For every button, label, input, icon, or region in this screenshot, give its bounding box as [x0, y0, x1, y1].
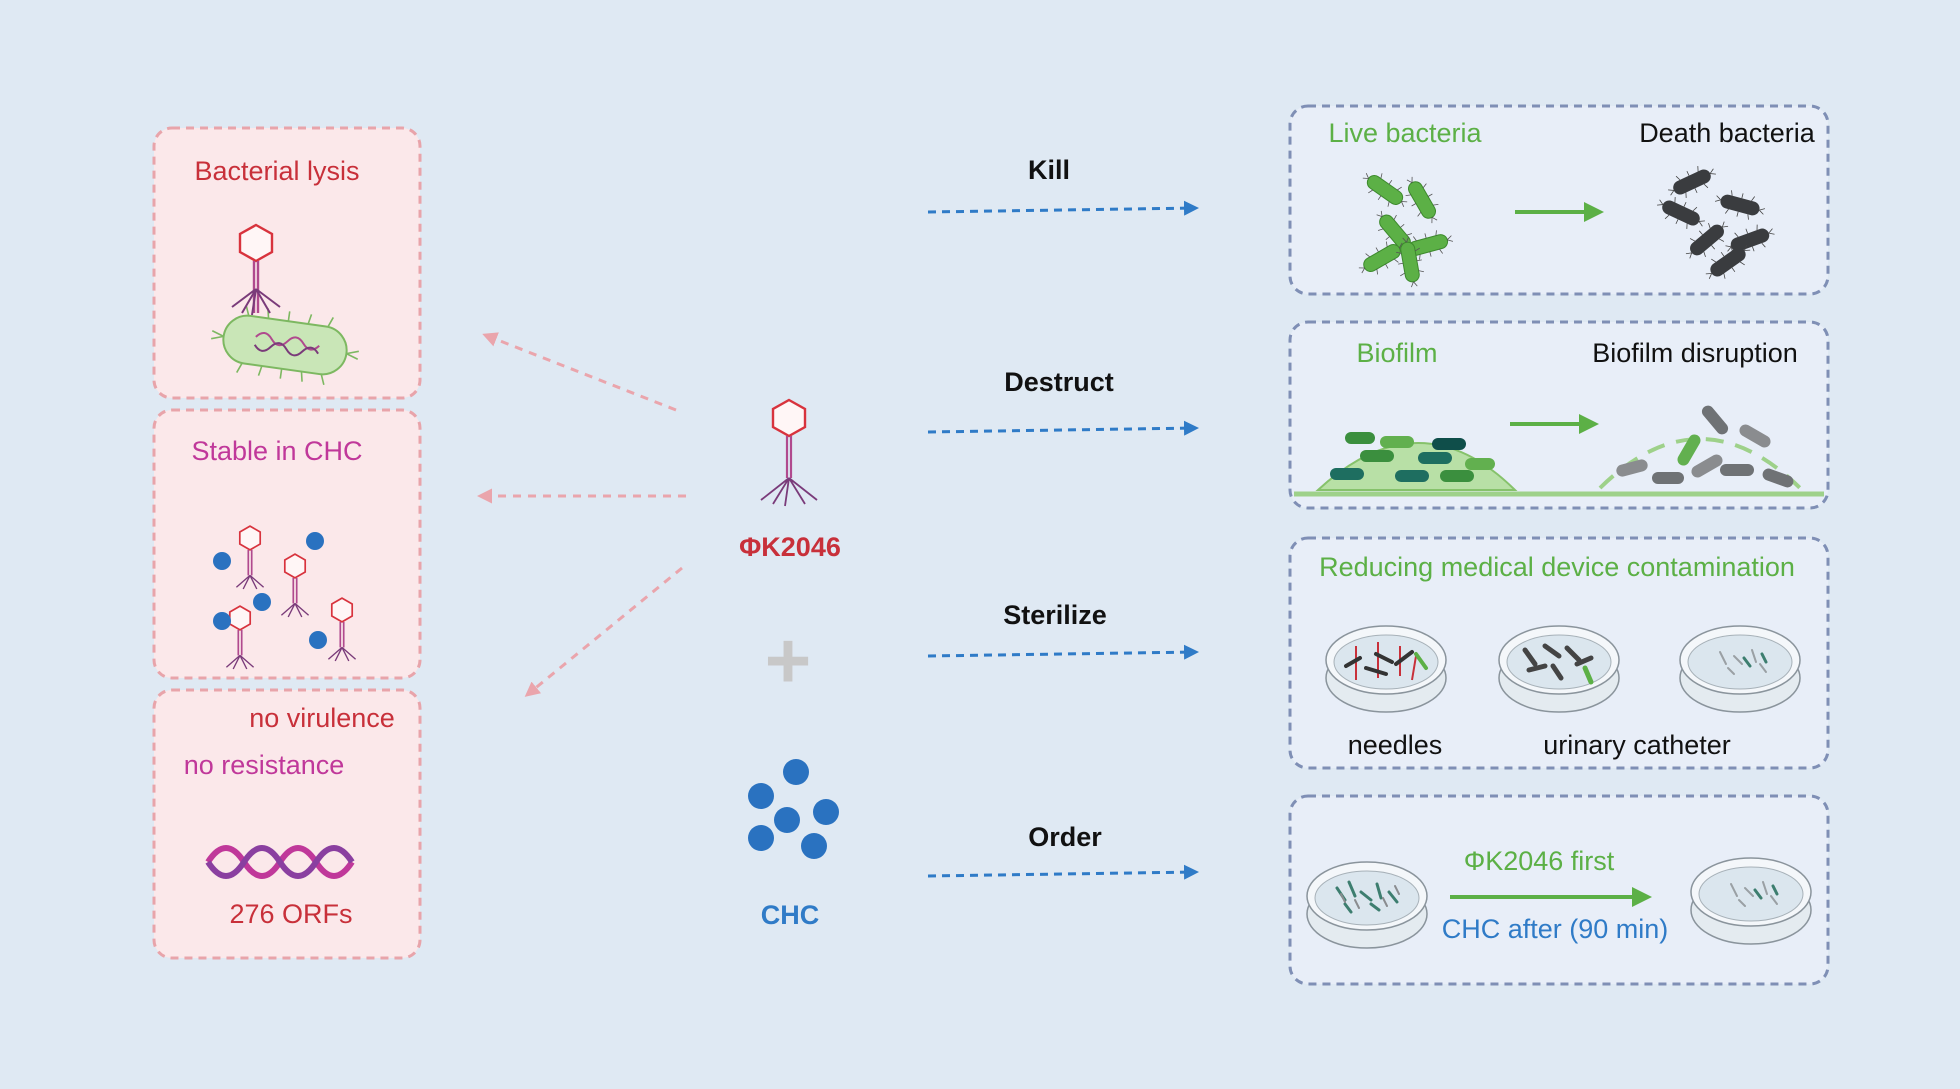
chc-label: CHC: [761, 900, 820, 930]
no-resistance-text: no resistance: [184, 750, 345, 780]
arrow-to-lysis: [482, 332, 677, 412]
chc-after-label: CHC after (90 min): [1442, 914, 1669, 944]
action-kill: Kill: [1028, 155, 1070, 185]
safety-box: [152, 688, 422, 960]
catheter-label: urinary catheter: [1543, 730, 1731, 760]
death-bacteria-label: Death bacteria: [1639, 118, 1816, 148]
no-virulence-text: no virulence: [249, 703, 395, 733]
stable-box: [152, 408, 422, 680]
petri-dish-icon: [1679, 625, 1801, 713]
disrupted-biofilm-icon: [1598, 405, 1802, 490]
action-sterilize: Sterilize: [1003, 600, 1107, 630]
action-order: Order: [1028, 822, 1102, 852]
petri-dish-icon: [1690, 857, 1812, 945]
biofilm-label: Biofilm: [1356, 338, 1437, 368]
needles-label: needles: [1348, 730, 1443, 760]
bacterium-icon: [211, 305, 359, 385]
lysis-box: [152, 126, 422, 400]
device-title: Reducing medical device contamination: [1319, 552, 1795, 582]
biofilm-icon: [1294, 432, 1824, 497]
arrow-destruct: [927, 420, 1199, 436]
lysis-title: Bacterial lysis: [194, 156, 359, 186]
phage-label: ΦK2046: [739, 532, 841, 562]
chc-molecule-icon: [748, 759, 839, 859]
phage-first-label: ΦK2046 first: [1464, 846, 1615, 876]
live-bacteria-label: Live bacteria: [1328, 118, 1482, 148]
petri-dish-icon: [1325, 625, 1447, 713]
petri-dish-icon: [1306, 861, 1428, 949]
arrow-to-safety: [524, 566, 683, 697]
action-destruct: Destruct: [1004, 367, 1114, 397]
petri-dish-icon: [1498, 625, 1620, 713]
order-box: [1288, 794, 1830, 986]
biofilm-disruption-label: Biofilm disruption: [1592, 338, 1798, 368]
orfs-text: 276 ORFs: [229, 899, 352, 929]
arrow-sterilize: [927, 644, 1199, 660]
phage-chc-mixture-icon: [213, 525, 357, 670]
bacteriophage-icon: [760, 398, 818, 507]
stable-title: Stable in CHC: [191, 436, 362, 466]
dna-helix-icon: [205, 845, 355, 879]
arrow-order: [927, 864, 1199, 880]
bacteriophage-icon: [231, 223, 281, 316]
plus-sign: +: [765, 616, 812, 705]
arrow-kill: [927, 200, 1199, 216]
